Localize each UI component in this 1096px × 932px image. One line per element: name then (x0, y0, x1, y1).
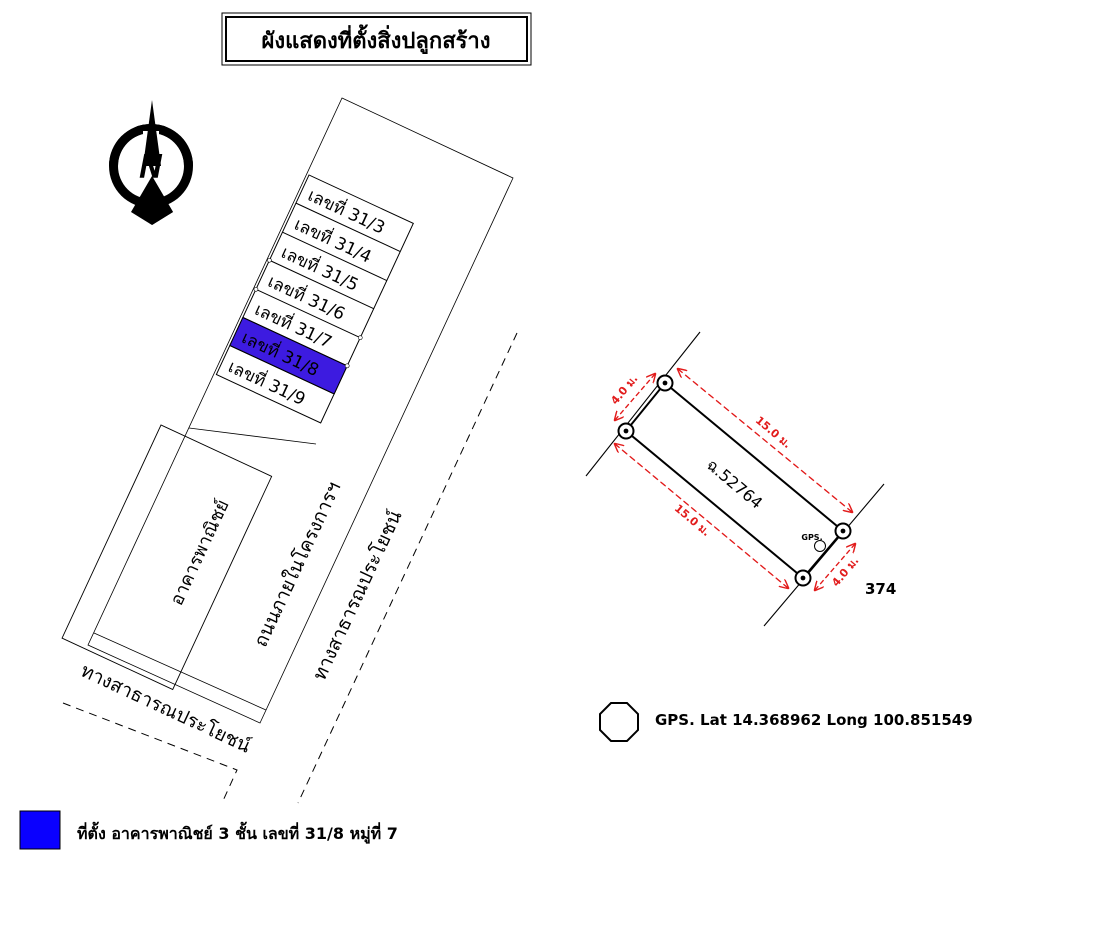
public-way-bottom-line (62, 702, 238, 804)
compass-letter: N (140, 150, 162, 185)
boundary-marker-icon (617, 422, 635, 440)
dimension-label: 4.0 ม. (608, 372, 640, 407)
lots-block: เลขที่ 31/3 เลขที่ 31/4 เลขที่ 31/5 เลขท… (215, 174, 414, 424)
gps-point-icon (814, 540, 826, 552)
dimension-label: 15.0 ม. (753, 414, 794, 451)
public-way-right-line (297, 332, 518, 804)
title-box: ผังแสดงที่ตั้งสิ่งปลูกสร้าง (221, 12, 532, 66)
gps-marker-label: GPS. (801, 533, 822, 542)
dimension-line (678, 369, 853, 513)
octagon-marker-icon (599, 702, 639, 742)
gps-coordinates: GPS. Lat 14.368962 Long 100.851549 (655, 711, 973, 729)
gps-legend: GPS. Lat 14.368962 Long 100.851549 (599, 702, 973, 742)
legend-swatch (19, 810, 61, 850)
project-outline (87, 97, 514, 724)
dimension-label: 4.0 ม. (829, 554, 861, 589)
north-arrow-icon: N (109, 100, 193, 225)
building-label: อาคารพาณิชย์ (166, 497, 233, 609)
neighbor-parcel-number: 374 (865, 580, 896, 598)
page-title: ผังแสดงที่ตั้งสิ่งปลูกสร้าง (261, 24, 490, 55)
boundary-marker-icon (656, 374, 674, 392)
commercial-building (61, 424, 273, 691)
boundary-marker-icon (794, 569, 812, 587)
location-legend: ที่ตั้ง อาคารพาณิชย์ 3 ชั้น เลขที่ 31/8 … (19, 810, 398, 850)
legend-text: ที่ตั้ง อาคารพาณิชย์ 3 ชั้น เลขที่ 31/8 … (77, 821, 398, 845)
boundary-marker-icon (834, 522, 852, 540)
dimension-line (615, 444, 789, 589)
dimension-line (614, 374, 655, 421)
dimension-line (814, 544, 855, 591)
parcel-detail: GPS. ฉ.52764 15.0 ม. 15.0 ม. 4.0 ม. 4.0 … (585, 331, 896, 627)
